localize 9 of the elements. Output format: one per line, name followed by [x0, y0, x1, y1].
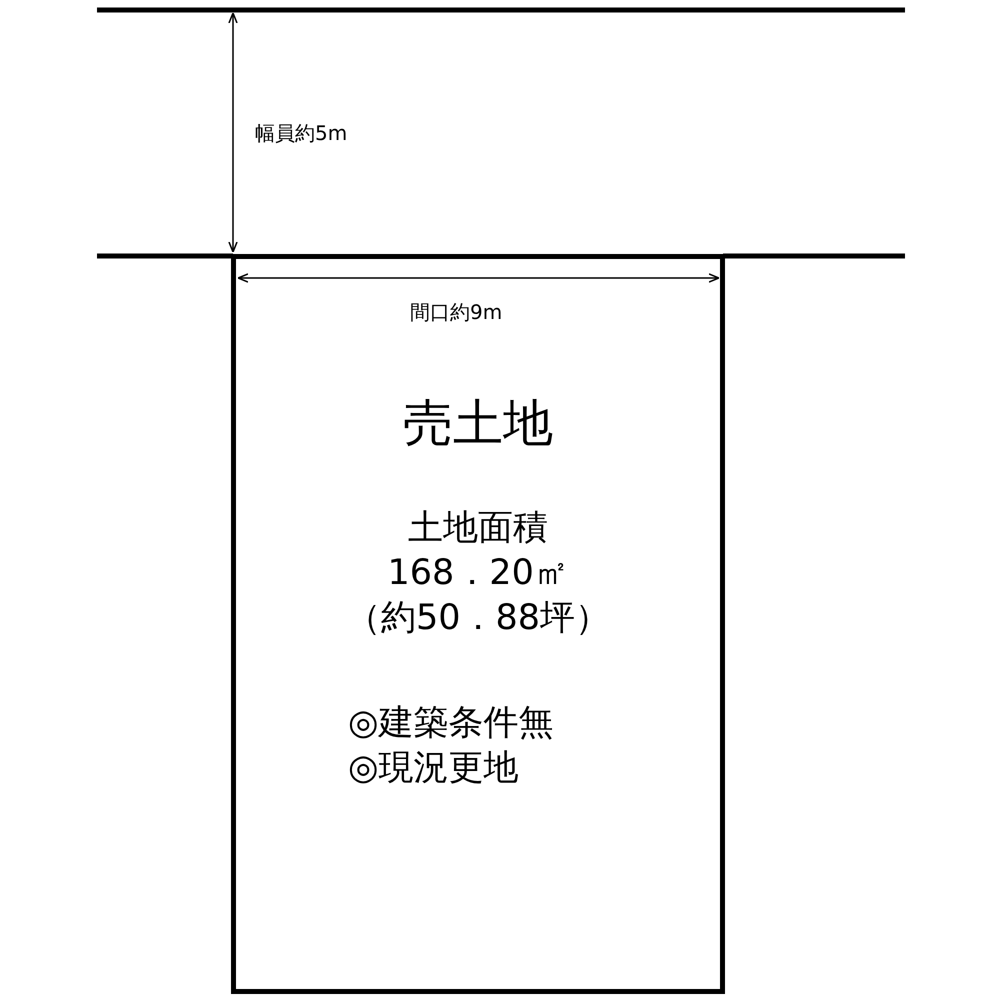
area-text: 168．20㎡	[388, 553, 569, 594]
area-text: （約50．88坪）	[346, 598, 610, 638]
condition-text: ◎建築条件無	[348, 703, 554, 744]
area-text: 土地面積	[408, 508, 548, 548]
dimension-label: 幅員約5m	[255, 122, 348, 145]
heading-text: 売土地	[403, 395, 553, 452]
dimension-label: 間口約9m	[410, 301, 502, 324]
condition-text: ◎現況更地	[348, 748, 519, 788]
land-plot-outline	[231, 254, 725, 994]
